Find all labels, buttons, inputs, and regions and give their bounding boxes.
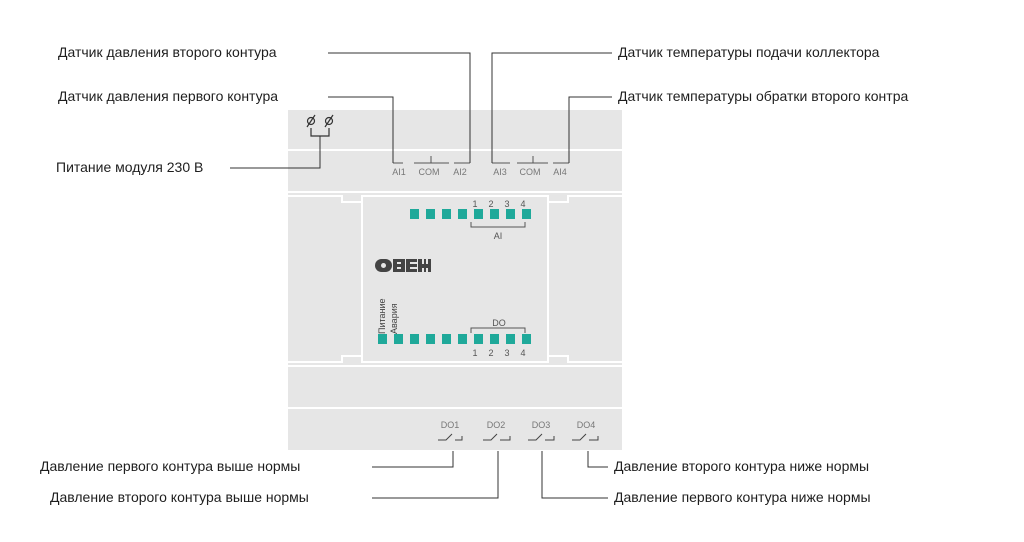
ai-led-3	[442, 209, 451, 219]
do-number-4: 4	[520, 348, 526, 358]
label-do3-alarm: Давление первого контура ниже нормы	[614, 489, 871, 505]
do-led-1	[378, 334, 387, 344]
status-alarm-label: Авария	[389, 303, 399, 334]
leader-lines	[230, 52, 612, 499]
leader-ai3	[491, 52, 612, 163]
label-ai2-sensor: Датчик давления второго контура	[58, 44, 277, 60]
label-do2-alarm: Давление второго контура выше нормы	[50, 489, 309, 505]
do-led-3	[410, 334, 419, 344]
leader-ai2	[328, 52, 471, 163]
do-number-1: 1	[472, 348, 478, 358]
terminal-com1: COM	[418, 167, 440, 177]
leader-do3	[541, 451, 608, 499]
do-led-4	[426, 334, 435, 344]
oven-logo	[375, 259, 431, 272]
terminal-ai3: AI3	[493, 167, 507, 177]
terminal-do2: DO2	[486, 420, 506, 430]
ai-led-5	[474, 209, 483, 219]
ai-led-7	[506, 209, 515, 219]
terminal-do4: DO4	[576, 420, 596, 430]
ai-led-2	[426, 209, 435, 219]
do-number-2: 2	[488, 348, 494, 358]
leader-power	[230, 136, 321, 169]
leader-ai4	[568, 96, 612, 163]
housing-body	[288, 110, 622, 450]
relay-contacts	[438, 433, 599, 441]
leader-do2	[372, 451, 499, 499]
status-power-label: Питание	[377, 298, 387, 334]
label-do1-alarm: Давление первого контура выше нормы	[40, 458, 301, 474]
do-led-6	[458, 334, 467, 344]
do-led-10	[522, 334, 531, 344]
terminal-ai1: AI1	[392, 167, 406, 177]
ai-number-2: 2	[488, 199, 494, 209]
ai-number-3: 3	[504, 199, 510, 209]
ai-group-label: AI	[493, 231, 503, 241]
terminal-do1: DO1	[440, 420, 460, 430]
front-panel-outline	[288, 195, 622, 203]
do-led-9	[506, 334, 515, 344]
leader-ai1	[328, 96, 394, 163]
do-led-2	[394, 334, 403, 344]
terminal-com2: COM	[519, 167, 541, 177]
do-group-bracket	[470, 327, 526, 333]
led-indicators	[378, 209, 531, 344]
front-panel-outline-bottom	[288, 355, 622, 363]
ai-led-6	[490, 209, 499, 219]
label-power: Питание модуля 230 В	[56, 159, 204, 175]
leader-do4	[587, 451, 608, 468]
ai-led-1	[410, 209, 419, 219]
do-led-5	[442, 334, 451, 344]
ai-led-8	[522, 209, 531, 219]
terminal-ai2: AI2	[453, 167, 467, 177]
ai-led-4	[458, 209, 467, 219]
ai-number-1: 1	[472, 199, 478, 209]
label-do4-alarm: Давление второго контура ниже нормы	[614, 458, 870, 474]
do-led-7	[474, 334, 483, 344]
terminal-ai4: AI4	[553, 167, 567, 177]
label-ai1-sensor: Датчик давления первого контура	[58, 88, 279, 104]
ai-terminal-ticks	[393, 156, 569, 164]
label-ai3-sensor: Датчик температуры подачи коллектора	[618, 44, 880, 60]
ai-group-bracket	[470, 222, 526, 228]
do-led-8	[490, 334, 499, 344]
do-group-label: DO	[492, 318, 506, 328]
ai-number-4: 4	[520, 199, 526, 209]
label-ai4-sensor: Датчик температуры обратки второго контр…	[618, 88, 909, 104]
do-number-3: 3	[504, 348, 510, 358]
terminal-do3: DO3	[531, 420, 551, 430]
leader-do1	[372, 451, 454, 468]
